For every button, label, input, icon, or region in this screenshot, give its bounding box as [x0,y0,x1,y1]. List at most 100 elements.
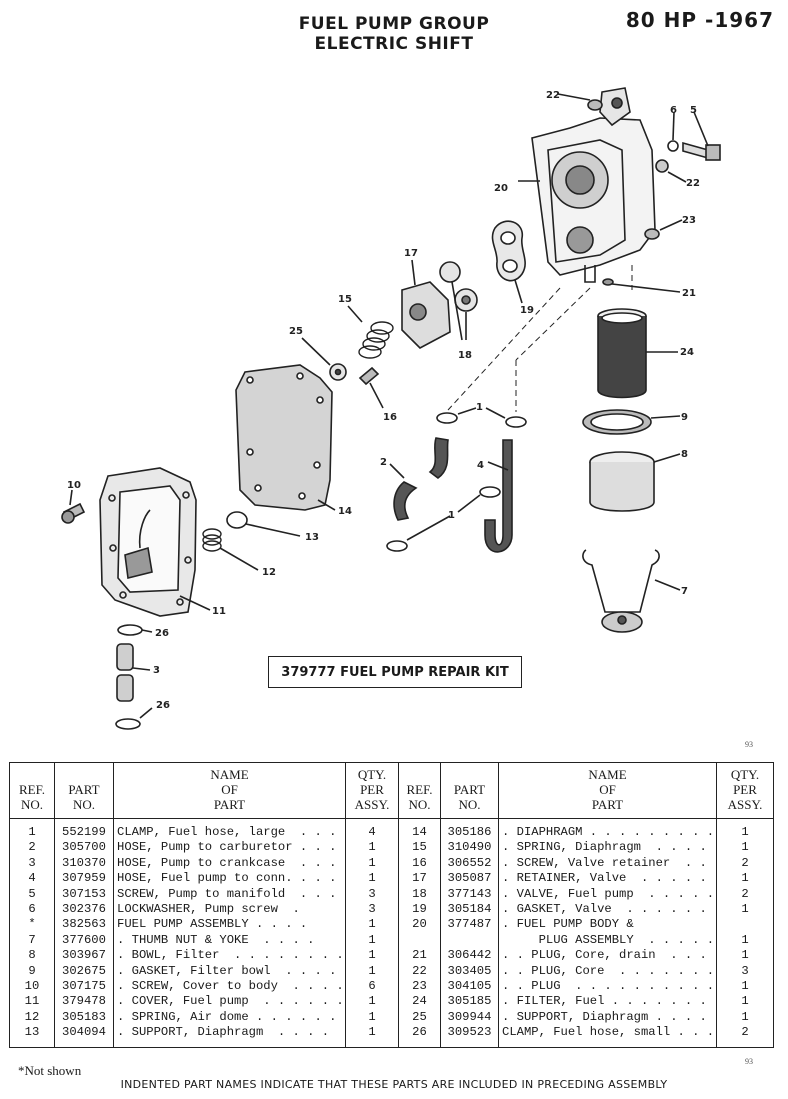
callout-24: 24 [680,347,694,358]
cell-name: HOSE, Pump to carburetor . . . [113,840,346,856]
cell-name: CLAMP, Fuel hose, small . . . [498,1025,717,1048]
cell-qty: 1 [716,932,774,949]
cell-name: . GASKET, Valve . . . . . . . . [498,902,717,918]
callout-15: 15 [338,294,352,305]
cell-part: 307175 [54,979,114,995]
callout-12: 12 [262,567,276,578]
cell-qty: 1 [345,871,399,887]
cell-qty: 1 [716,948,774,964]
cell-name: . . PLUG, Core, drain . . . . [498,948,717,964]
callout-18: 18 [458,350,472,361]
cell-ref: 23 [398,979,441,995]
cell-part: 305087 [440,871,499,887]
cell-name: . SUPPORT, Diaphragm . . . . [498,1009,717,1026]
cell-ref: 3 [9,855,55,872]
page-title: FUEL PUMP GROUP [298,14,490,34]
cell-ref: 12 [9,1009,55,1026]
cell-qty: 1 [345,840,399,856]
callout-1b: 1 [448,510,455,521]
footer-note: INDENTED PART NAMES INDICATE THAT THESE … [120,1078,668,1091]
cell-part: 306442 [440,948,499,964]
cell-qty [716,917,774,933]
cell-ref: 4 [9,871,55,887]
cell-qty: 2 [716,1025,774,1048]
callout-3: 3 [153,665,160,676]
cell-part: 305186 [440,818,499,841]
repair-kit-label: 379777 FUEL PUMP REPAIR KIT [268,656,522,688]
cell-part: 305184 [440,902,499,918]
cell-qty: 1 [716,840,774,856]
cell-qty: 4 [345,818,399,841]
cell-name: . FILTER, Fuel . . . . . . . . . [498,994,717,1010]
cell-qty: 1 [716,902,774,918]
cell-name: . . PLUG, Core . . . . . . . . [498,963,717,980]
cell-name: . SCREW, Cover to body . . . . [113,979,346,995]
cell-part: 307153 [54,886,114,903]
cell-ref: 14 [398,818,441,841]
cell-qty: 3 [716,963,774,980]
cell-name: . SPRING, Air dome . . . . . . . [113,1009,346,1026]
cell-qty: 1 [345,994,399,1010]
cell-name: . SUPPORT, Diaphragm . . . . [113,1025,346,1048]
cell-part: 303967 [54,948,114,964]
page-mark-footer: 93 [745,1057,753,1066]
cell-qty: 1 [716,994,774,1010]
cell-qty: 1 [345,917,399,933]
header-ref: REF.NO. [9,762,55,819]
callout-7: 7 [681,586,688,597]
cell-qty: 3 [345,902,399,918]
cell-name: . GASKET, Filter bowl . . . . [113,963,346,980]
cell-part: 309523 [440,1025,499,1048]
cell-qty: 1 [716,871,774,887]
callout-8: 8 [681,449,688,460]
cell-ref: 6 [9,902,55,918]
cell-name: . SPRING, Diaphragm . . . . . [498,840,717,856]
cell-qty: 1 [345,1009,399,1026]
cell-name: . BOWL, Filter . . . . . . . . . [113,948,346,964]
cell-name: HOSE, Fuel pump to conn. . . . [113,871,346,887]
cell-qty: 2 [716,855,774,872]
cell-ref: 24 [398,994,441,1010]
cell-part: 377600 [54,932,114,949]
cell-part [440,932,499,949]
cell-qty: 1 [716,818,774,841]
cell-name: . SCREW, Valve retainer . . . [498,855,717,872]
cell-part: 382563 [54,917,114,933]
cell-qty: 1 [716,979,774,995]
cell-qty: 1 [345,963,399,980]
cell-name: . RETAINER, Valve . . . . . . [498,871,717,887]
cell-part: 305185 [440,994,499,1010]
callout-21: 21 [682,288,696,299]
page-mark: 93 [745,740,753,749]
cell-part: 310370 [54,855,114,872]
cell-ref: 1 [9,818,55,841]
callout-26a: 26 [155,628,169,639]
cell-ref: 2 [9,840,55,856]
cell-part: 552199 [54,818,114,841]
not-shown-note: *Not shown [18,1063,82,1078]
cell-name: CLAMP, Fuel hose, large . . . [113,818,346,841]
cell-ref: 11 [9,994,55,1010]
callout-2: 2 [380,457,387,468]
cell-ref: 5 [9,886,55,903]
callout-19: 19 [520,305,534,316]
callout-1a: 1 [476,402,483,413]
cell-part: 310490 [440,840,499,856]
callout-6: 6 [670,105,677,116]
callout-11: 11 [212,606,226,617]
cell-ref [398,932,441,949]
callout-22a: 22 [546,90,560,101]
callout-4: 4 [477,460,484,471]
cell-qty: 6 [345,979,399,995]
